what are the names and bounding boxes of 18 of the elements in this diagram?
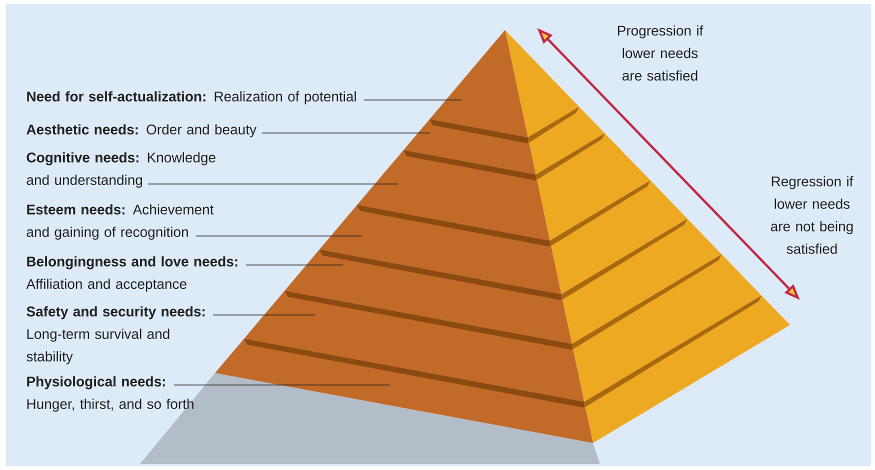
leader-line [212,314,316,316]
need-label: Aesthetic needs: Order and beauty [26,124,256,138]
pyramid-layer [244,290,584,402]
need-label: Physiological needs: Hunger, thirst, and so forth [27,376,194,412]
need-label: Need for self-actualization: Realization of potential [27,91,356,104]
pyramid-layer [215,338,593,443]
pyramid-layer [284,250,572,344]
arrow-note: Regression if lower needs are not being satisfied [770,176,854,254]
need-label: Belongingness and love needs: Affiliation and acceptance [26,256,238,292]
leader-line [262,132,430,134]
need-label: Cognitive needs: Knowledge and understanding [26,152,216,188]
leader-line [174,384,390,386]
need-label: Safety and security needs: Long-term survival and stability [26,306,205,364]
need-label: Esteem needs: Achievement and gaining of recognition [26,204,214,240]
leader-line [246,264,344,266]
pyramid-layer [319,204,562,294]
arrow-note: Progression if lower needs are satisfied [618,25,704,81]
pyramid-layer [430,30,528,138]
